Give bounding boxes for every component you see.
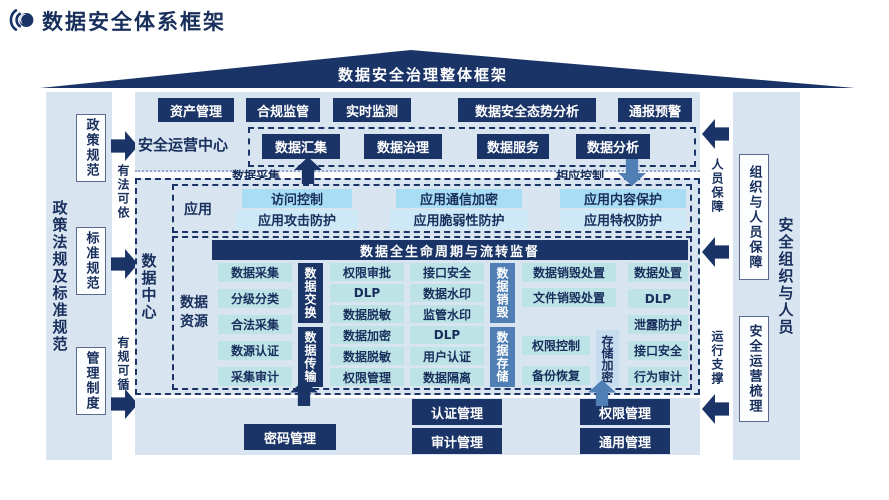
lifecycle-item: DLP (410, 326, 484, 344)
data-destroy-bar: 数据销毁 (490, 263, 515, 323)
arrow-right-icon (111, 249, 138, 279)
arrow-left-icon (702, 119, 729, 149)
lifecycle-item: 权限管理 (330, 368, 404, 386)
left-arrow-label: 有规可循 (116, 336, 130, 392)
arrow-right-icon (111, 131, 138, 161)
storage-encryption-bar: 存储加密 (596, 330, 619, 387)
lifecycle-item: 权限控制 (522, 336, 590, 355)
soc-tool-box: 通报预警 (618, 98, 692, 122)
soc-data-box: 数据服务 (477, 134, 549, 159)
lifecycle-item: 数源认证 (218, 341, 292, 360)
left-arrow-label: 有法可依 (116, 164, 130, 220)
management-system-box: 管理制度 (76, 347, 106, 415)
org-personnel-box: 组织与人员保障 (739, 154, 769, 280)
lifecycle-item: 用户认证 (410, 347, 484, 365)
lifecycle-item: 数据脱敏 (330, 305, 404, 323)
lifecycle-item: DLP (330, 284, 404, 302)
soc-label: 安全运营中心 (138, 136, 229, 154)
app-item: 应用内容保护 (560, 189, 686, 208)
application-box (172, 184, 692, 233)
lifecycle-item: 备份恢复 (522, 366, 590, 385)
lifecycle-item: DLP (628, 289, 688, 308)
app-item: 应用脆弱性防护 (390, 210, 528, 229)
right-arrow-label: 运行支撑 (710, 330, 724, 386)
management-box: 通用管理 (580, 428, 670, 454)
lifecycle-item: 接口安全 (410, 263, 484, 281)
policy-norm-box: 政策规范 (76, 114, 106, 182)
lifecycle-item: 数据加密 (330, 326, 404, 344)
lifecycle-item: 文件销毁处置 (522, 288, 616, 307)
application-label: 应用 (184, 201, 212, 218)
lifecycle-item: 行为审计 (628, 367, 688, 386)
soc-tool-box: 数据安全态势分析 (458, 98, 596, 122)
soc-data-box: 数据治理 (364, 134, 442, 159)
lifecycle-item: 数据处置 (628, 263, 688, 282)
roof-banner: 数据安全治理整体框架 (40, 50, 855, 88)
soc-tool-box: 实时监测 (333, 98, 411, 122)
data-resource-box (172, 236, 692, 390)
app-item: 应用攻击防护 (236, 210, 358, 229)
arrow-left-icon (702, 394, 729, 424)
management-box: 审计管理 (412, 428, 502, 454)
page-title: 数据安全体系框架 (42, 10, 226, 34)
app-item: 访问控制 (242, 189, 352, 208)
management-box: 认证管理 (412, 399, 502, 425)
management-box: 权限管理 (580, 399, 670, 425)
soc-tool-box: 合规监管 (246, 98, 320, 122)
arrow-right-icon (111, 389, 138, 419)
soc-tool-box: 资产管理 (158, 98, 234, 122)
lifecycle-item: 权限审批 (330, 263, 404, 281)
logo-swirl-icon (9, 9, 34, 31)
soc-data-dashed-box (248, 127, 696, 167)
data-storage-bar: 数据存储 (490, 327, 515, 387)
lifecycle-item: 数据脱敏 (330, 347, 404, 365)
lifecycle-item: 合法采集 (218, 315, 292, 334)
soc-data-box: 数据分析 (576, 134, 650, 159)
roof-title: 数据安全治理整体框架 (338, 66, 509, 84)
lifecycle-item: 监管水印 (410, 305, 484, 323)
app-item: 应用特权防护 (560, 210, 686, 229)
management-box: 密码管理 (244, 424, 336, 450)
arrow-left-icon (702, 237, 729, 267)
lifecycle-item: 数据销毁处置 (522, 263, 616, 282)
security-ops-sorting-box: 安全运营梳理 (739, 316, 769, 422)
data-exchange-bar: 数据交换 (298, 263, 323, 323)
left-panel-title: 政策法规及标准规范 (50, 199, 69, 353)
right-panel-title: 安全组织与人员 (776, 216, 795, 336)
standard-norm-box: 标准规范 (76, 227, 106, 295)
right-arrow-label: 人员保障 (710, 158, 724, 214)
lifecycle-item: 数据采集 (218, 263, 292, 282)
app-item: 应用通信加密 (396, 189, 522, 208)
lifecycle-item: 分级分类 (218, 289, 292, 308)
lifecycle-item: 接口安全 (628, 341, 688, 360)
lifecycle-item: 泄露防护 (628, 315, 688, 334)
datacenter-label: 数据中心 (139, 252, 158, 321)
soc-data-box: 数据汇集 (262, 134, 340, 159)
data-transfer-bar: 数据传输 (298, 327, 323, 387)
data-resource-label: 数据资源 (180, 295, 208, 330)
lifecycle-item: 数据隔离 (410, 368, 484, 386)
lifecycle-header-bar: 数据全生命周期与流转监督 (212, 240, 688, 260)
lifecycle-item: 采集审计 (218, 367, 292, 386)
lifecycle-item: 数据水印 (410, 284, 484, 302)
